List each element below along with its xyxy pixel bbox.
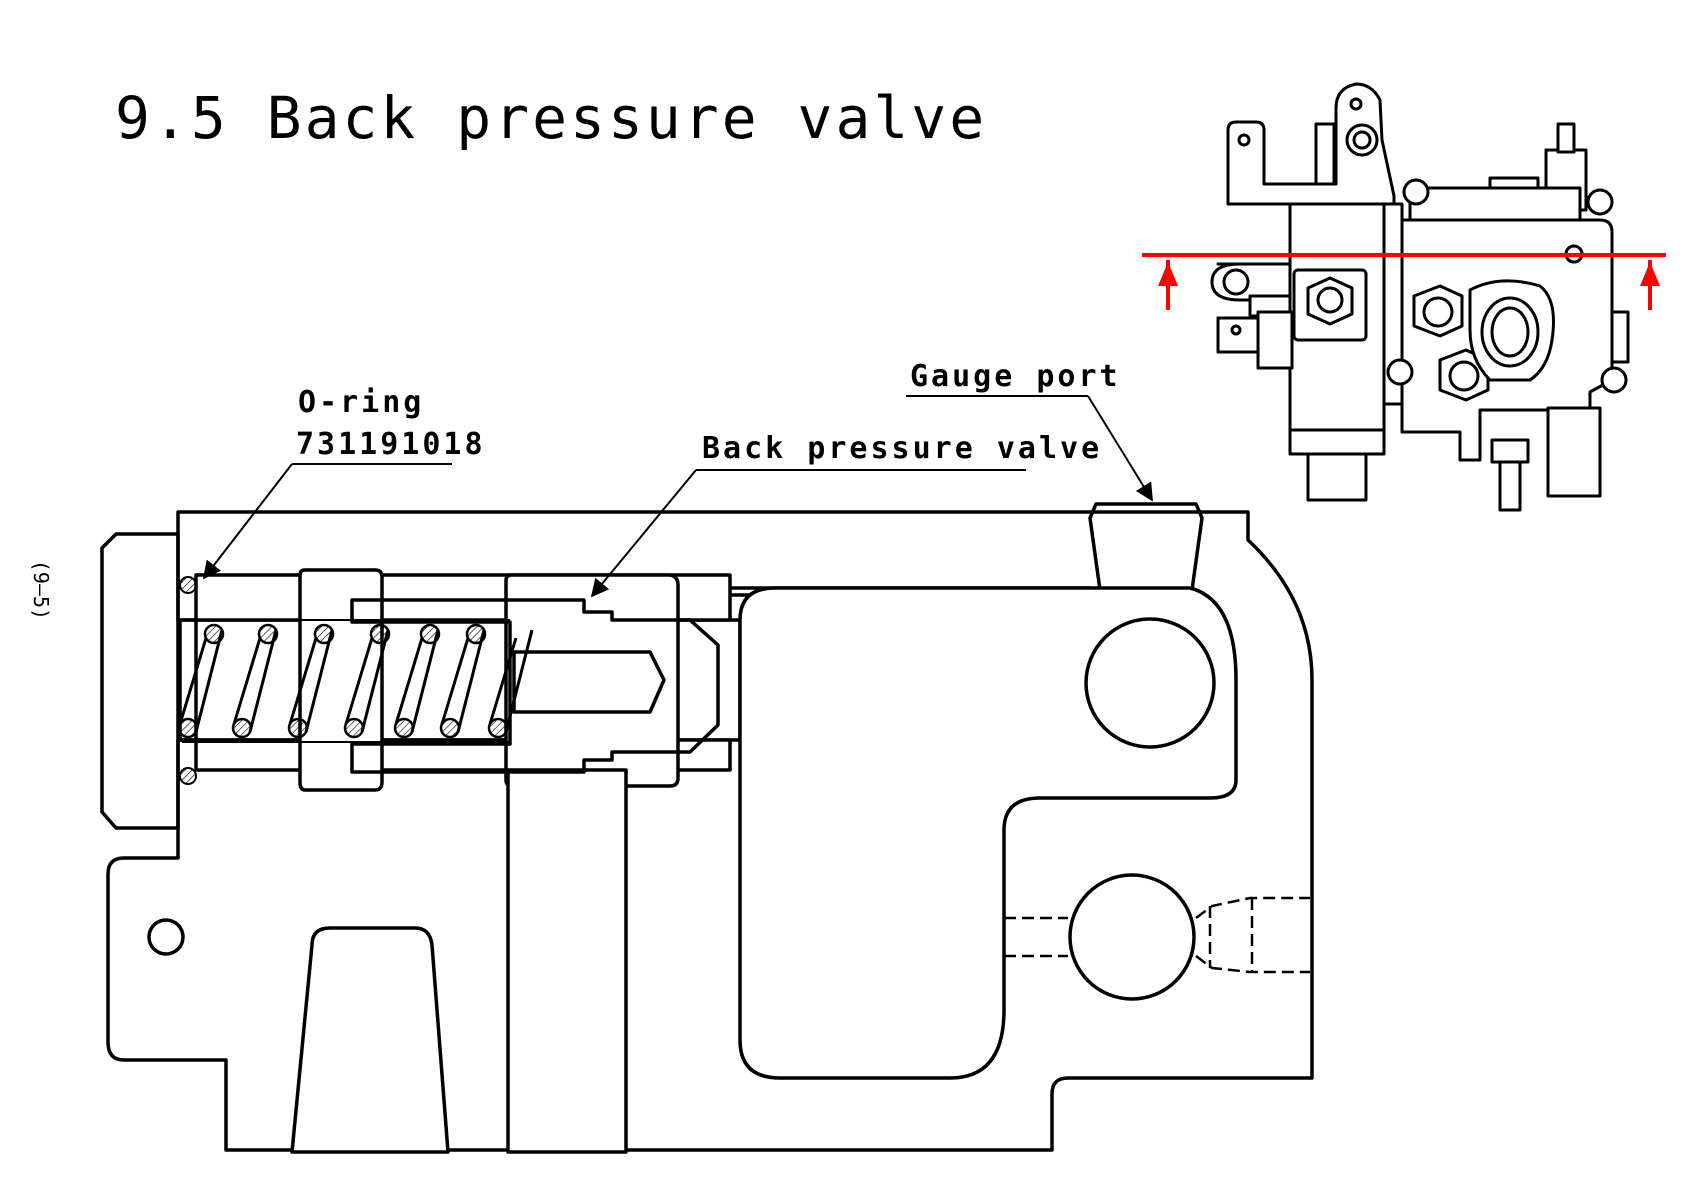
gauge-port-label: Gauge port: [910, 359, 1121, 394]
upper-cross-port: [1086, 619, 1214, 747]
overview-inset: [1212, 84, 1628, 510]
spring-coil-bottom: [233, 719, 251, 737]
spring-coil-bottom: [441, 719, 459, 737]
page-title: 9.5 Back pressure valve: [115, 84, 987, 152]
oring-title-label: O-ring: [298, 385, 424, 420]
spring-coil-top: [205, 625, 223, 643]
spring-coil-top: [259, 625, 277, 643]
lower-cross-port: [1070, 875, 1194, 999]
back-pressure-valve-label: Back pressure valve: [702, 431, 1102, 466]
spring-coil-bottom: [289, 719, 307, 737]
spring-coil-bottom: [179, 719, 197, 737]
callout-gauge-port: Gauge port: [906, 359, 1152, 500]
mounting-hole: [149, 920, 183, 954]
spring-coil-bottom: [395, 719, 413, 737]
callout-oring: O-ring 731191018: [204, 385, 486, 578]
tapered-passage: [292, 928, 448, 1152]
page-number: (9—5): [29, 560, 53, 620]
vertical-passage: [508, 770, 626, 1152]
spring-coil-bottom: [345, 719, 363, 737]
oring-part-number: 731191018: [296, 427, 486, 462]
spring-coil-top: [467, 625, 485, 643]
spring-coil-top: [315, 625, 333, 643]
oring-top: [180, 577, 196, 593]
spring-coil-top: [371, 625, 389, 643]
oring-bottom: [180, 768, 196, 784]
gauge-port-plug: [1090, 504, 1202, 590]
spring-coil-bottom: [489, 719, 507, 737]
spring-coil-top: [421, 625, 439, 643]
